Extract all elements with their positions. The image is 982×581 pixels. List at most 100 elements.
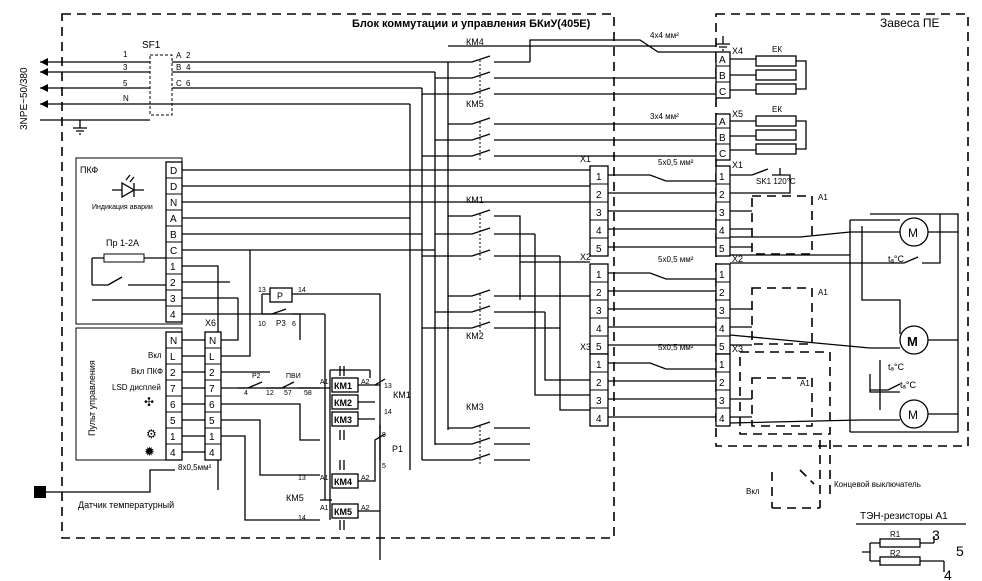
svg-text:2: 2 (186, 51, 191, 60)
heat-icon: ✹ (144, 444, 155, 459)
fuse-label: Пр 1-2А (106, 238, 139, 248)
svg-text:A1: A1 (320, 505, 329, 512)
svg-text:5: 5 (209, 416, 215, 427)
svg-text:10: 10 (258, 321, 266, 328)
svg-text:M: M (908, 408, 918, 422)
limit-label: Концевой выключатель (834, 480, 921, 489)
cable-x3: 5x0,5 мм² (658, 343, 694, 352)
svg-text:1: 1 (596, 360, 602, 371)
pkf-wires (182, 169, 590, 490)
svg-text:КМ1: КМ1 (393, 390, 411, 400)
svg-text:1: 1 (719, 360, 725, 371)
svg-text:3: 3 (596, 396, 602, 407)
svg-text:X3: X3 (580, 342, 591, 352)
svg-text:2: 2 (209, 368, 215, 379)
svg-text:3: 3 (596, 306, 602, 317)
svg-text:M: M (907, 334, 918, 349)
curtain-terminals: X4 A B C X5 A B C X1 12 34 5 X2 12 34 5 … (715, 36, 743, 427)
svg-text:КМ5: КМ5 (286, 493, 304, 503)
svg-text:N: N (209, 336, 216, 347)
svg-text:КМ4: КМ4 (466, 37, 484, 47)
svg-text:C: C (719, 149, 726, 160)
svg-text:N: N (123, 94, 129, 103)
alarm-label: Индикация аварии (92, 204, 153, 211)
svg-text:ПВИ: ПВИ (286, 373, 301, 380)
svg-text:2: 2 (170, 278, 176, 289)
svg-text:1: 1 (719, 270, 725, 281)
cable-8-label: 8x0,5мм² (178, 463, 212, 472)
cable-x4: 4x4 мм² (650, 31, 679, 40)
svg-text:2: 2 (596, 190, 602, 201)
fan-icon: ✣ (144, 395, 154, 409)
svg-text:4: 4 (719, 226, 725, 237)
temp-sensor-label: Датчик температурный (78, 500, 174, 510)
svg-text:14: 14 (298, 515, 306, 522)
svg-text:4: 4 (596, 324, 602, 335)
svg-text:КМ2: КМ2 (466, 331, 484, 341)
svg-text:5: 5 (956, 543, 964, 559)
svg-text:7: 7 (209, 384, 215, 395)
svg-text:A: A (176, 51, 182, 60)
svg-text:2: 2 (719, 288, 725, 299)
svg-text:4: 4 (244, 390, 248, 397)
p3-label: Р3 (276, 319, 286, 328)
svg-text:L: L (209, 352, 215, 363)
svg-text:2: 2 (596, 288, 602, 299)
svg-text:13: 13 (298, 475, 306, 482)
svg-text:3: 3 (719, 396, 725, 407)
svg-text:A: A (719, 55, 726, 66)
sf1-label: SF1 (142, 40, 161, 51)
svg-text:5: 5 (170, 416, 176, 427)
block-title: Блок коммутации и управления БКиУ(405E) (352, 18, 591, 30)
vkl-label: Вкл (746, 487, 760, 496)
svg-text:X2: X2 (580, 252, 591, 262)
alarm-led-icon (112, 174, 144, 199)
svg-text:L: L (170, 352, 176, 363)
svg-text:D: D (170, 166, 177, 177)
limit-switch (771, 440, 831, 509)
svg-text:M: M (908, 226, 918, 240)
svg-text:4: 4 (209, 448, 215, 459)
svg-text:3: 3 (123, 63, 128, 72)
pkf-label: ПКФ (80, 165, 98, 175)
p1-label: Р1 (392, 444, 403, 454)
svg-text:13: 13 (384, 383, 392, 390)
svg-text:1: 1 (596, 270, 602, 281)
svg-text:X1: X1 (580, 154, 591, 164)
svg-text:R1: R1 (890, 530, 901, 539)
svg-text:5: 5 (719, 244, 725, 255)
r1-icon (879, 538, 921, 548)
svg-text:1: 1 (123, 50, 128, 59)
svg-text:5: 5 (382, 463, 386, 470)
svg-text:А1: А1 (818, 288, 828, 297)
svg-text:N: N (170, 336, 177, 347)
svg-text:А1: А1 (800, 379, 810, 388)
svg-text:ЕК: ЕК (772, 45, 782, 54)
sf1-breaker (149, 54, 173, 116)
svg-text:3: 3 (170, 294, 176, 305)
contact-groups: КМ4 КМ5 КМ1 КМ2 КМ3 (422, 37, 590, 464)
svg-text:КМ4: КМ4 (334, 477, 352, 487)
svg-text:4: 4 (719, 414, 725, 425)
svg-text:4: 4 (596, 414, 602, 425)
svg-text:4: 4 (719, 324, 725, 335)
svg-text:КМ3: КМ3 (334, 415, 352, 425)
svg-text:3: 3 (719, 208, 725, 219)
a1-groups: А1 А1 А1 (730, 193, 831, 435)
svg-text:4: 4 (596, 226, 602, 237)
svg-text:4: 4 (170, 310, 176, 321)
busbars (150, 61, 448, 105)
svg-text:7: 7 (170, 384, 176, 395)
cable-x1: 5x0,5 мм² (658, 158, 694, 167)
svg-text:1: 1 (209, 432, 215, 443)
svg-text:1: 1 (719, 172, 725, 183)
svg-text:КМ1: КМ1 (334, 381, 352, 391)
svg-text:6: 6 (170, 400, 176, 411)
svg-text:B: B (719, 71, 726, 82)
svg-text:B: B (170, 230, 177, 241)
svg-text:4: 4 (186, 63, 191, 72)
temp-sensor-icon (34, 486, 46, 498)
svg-text:N: N (170, 198, 177, 209)
svg-text:A2: A2 (361, 475, 370, 482)
svg-text:2: 2 (170, 368, 176, 379)
